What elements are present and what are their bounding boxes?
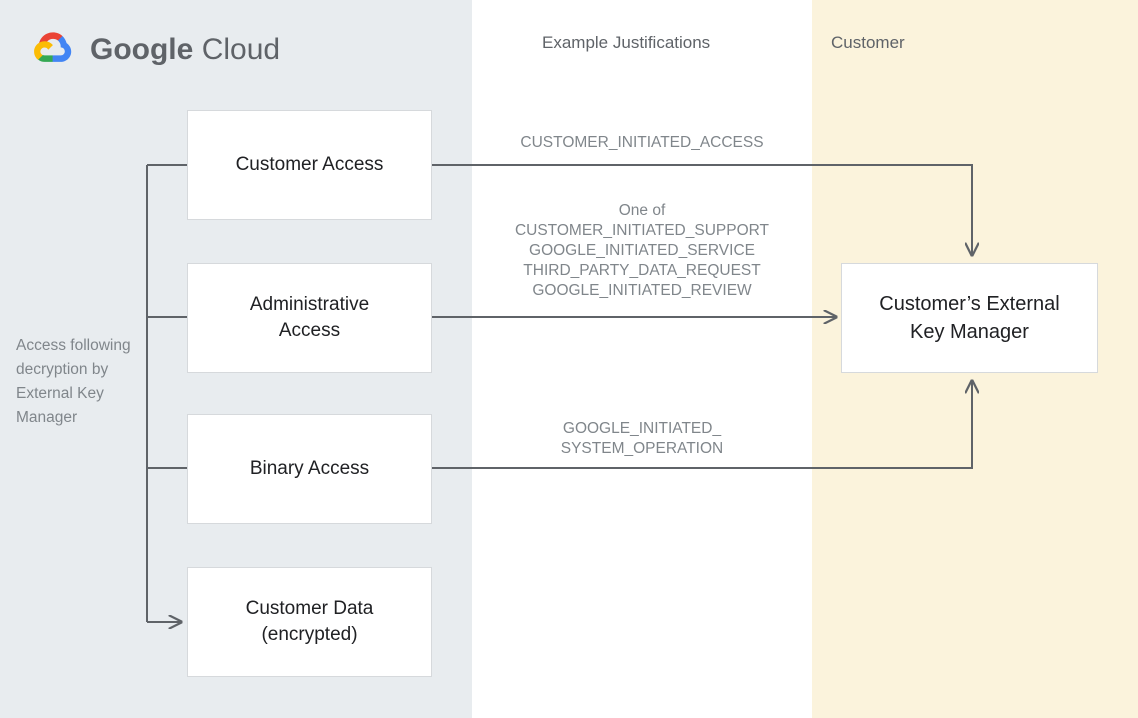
wire-customer-access-to-ekm (432, 164, 972, 255)
box-administrative-access[interactable]: Administrative Access (187, 263, 432, 373)
google-cloud-mark-icon (30, 28, 76, 71)
wordmark-cloud: Cloud (201, 32, 281, 66)
box-binary-access[interactable]: Binary Access (187, 414, 432, 524)
side-note-access-following-decryption: Access following decryption by External … (16, 337, 131, 426)
panel-title-customer: Customer (831, 33, 905, 52)
justification-binary-access: GOOGLE_INITIATED_ SYSTEM_OPERATION (560, 420, 724, 457)
wordmark-google: Google (90, 32, 194, 66)
justification-customer-access: CUSTOMER_INITIATED_ACCESS (520, 134, 764, 151)
google-cloud-wordmark: Google Cloud (90, 33, 280, 67)
box-customer-data-encrypted[interactable]: Customer Data (encrypted) (187, 567, 432, 677)
panel-title-example-justifications: Example Justifications (542, 33, 711, 52)
panel-example-justifications (472, 0, 812, 718)
box-customer-external-key-manager[interactable]: Customer’s External Key Manager (841, 263, 1098, 373)
justification-administrative-access: One of CUSTOMER_INITIATED_SUPPORT GOOGLE… (514, 202, 770, 299)
wire-binary-access-to-ekm (432, 381, 972, 469)
google-cloud-logo: Google Cloud (30, 28, 280, 71)
box-customer-access[interactable]: Customer Access (187, 110, 432, 220)
